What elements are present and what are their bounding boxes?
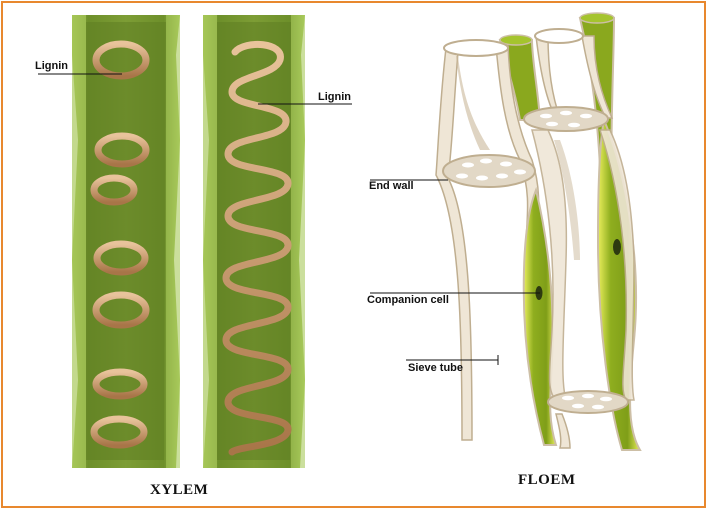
xylem-vessel-spiral bbox=[203, 15, 305, 468]
label-end-wall: End wall bbox=[369, 180, 414, 192]
caption-floem: FLOEM bbox=[518, 472, 576, 488]
annular-rings bbox=[90, 40, 150, 449]
label-sieve-tube: Sieve tube bbox=[408, 362, 464, 374]
caption-xylem: XYLEM bbox=[150, 482, 209, 498]
label-lignin-right: Lignin bbox=[318, 91, 351, 103]
label-companion-cell: Companion cell bbox=[367, 294, 449, 306]
phloem-structure bbox=[435, 12, 642, 451]
label-lignin-left: Lignin bbox=[35, 60, 68, 72]
spiral-thickening bbox=[222, 40, 292, 456]
xylem-vessel-annular bbox=[72, 15, 180, 468]
end-wall-plate-right bbox=[523, 106, 609, 132]
